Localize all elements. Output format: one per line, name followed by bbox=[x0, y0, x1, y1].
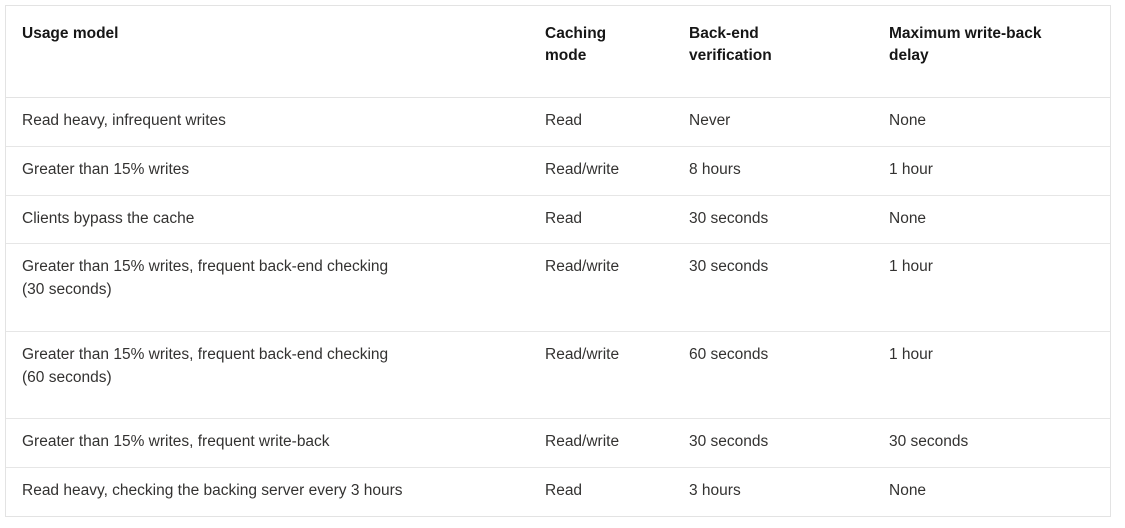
cell-max-write-back-delay: None bbox=[875, 195, 1110, 245]
table-container: Usage model Caching mode Back-end verificati… bbox=[5, 5, 1111, 518]
cell-max-write-back-delay: 30 seconds bbox=[875, 418, 1110, 469]
caching-usage-model-table: Usage model Caching mode Back-end verificati… bbox=[6, 6, 1110, 517]
cell-max-write-back-delay: None bbox=[875, 467, 1110, 517]
cell-caching-mode: Read bbox=[531, 467, 675, 517]
table-row: Greater than 15% writes, frequent back-e… bbox=[6, 331, 1110, 420]
cell-usage-model: Greater than 15% writes, frequent write-… bbox=[6, 418, 531, 469]
cell-usage-model: Read heavy, infrequent writes bbox=[6, 97, 531, 147]
cell-text-line: Greater than 15% writes bbox=[22, 160, 190, 178]
column-header-line: mode bbox=[545, 47, 587, 64]
cell-text-line: Read heavy, checking the backing server … bbox=[22, 482, 403, 500]
cell-text-line: (30 seconds) bbox=[22, 281, 112, 299]
cell-backend-verification: 30 seconds bbox=[675, 418, 875, 469]
cell-caching-mode: Read/write bbox=[531, 146, 675, 196]
cell-caching-mode: Read bbox=[531, 97, 675, 147]
cell-caching-mode: Read/write bbox=[531, 331, 675, 420]
column-header-line: Maximum write-back bbox=[889, 25, 1042, 42]
cell-usage-model: Clients bypass the cache bbox=[6, 195, 531, 245]
cell-usage-model: Greater than 15% writes bbox=[6, 146, 531, 196]
cell-text-line: Greater than 15% writes, frequent back-e… bbox=[22, 258, 389, 276]
cell-usage-model: Greater than 15% writes, frequent back-e… bbox=[6, 243, 531, 332]
column-header-line: Back-end bbox=[689, 25, 759, 42]
cell-usage-model: Greater than 15% writes, frequent back-e… bbox=[6, 331, 531, 420]
cell-backend-verification: Never bbox=[675, 97, 875, 147]
cell-text-line: Read heavy, infrequent writes bbox=[22, 112, 226, 129]
table-row: Read heavy, checking the backing server … bbox=[6, 467, 1110, 517]
cell-backend-verification: 30 seconds bbox=[675, 243, 875, 332]
table-row: Greater than 15% writes, frequent back-e… bbox=[6, 243, 1110, 332]
cell-max-write-back-delay: None bbox=[875, 97, 1110, 147]
column-header-line: Caching bbox=[545, 25, 607, 42]
cell-text-line: Clients bypass the cache bbox=[22, 209, 195, 227]
cell-backend-verification: 3 hours bbox=[675, 467, 875, 517]
cell-text-line: Greater than 15% writes, frequent back-e… bbox=[22, 345, 389, 363]
cell-max-write-back-delay: 1 hour bbox=[875, 243, 1110, 332]
table-header: Usage model Caching mode Back-end verificati… bbox=[6, 6, 1110, 98]
cell-text-line: (60 seconds) bbox=[22, 368, 112, 386]
cell-max-write-back-delay: 1 hour bbox=[875, 146, 1110, 196]
column-header-line: delay bbox=[889, 47, 929, 64]
column-header-max_write_back_delay: Maximum write-back delay bbox=[875, 6, 1110, 98]
column-header-usage_model: Usage model bbox=[6, 6, 531, 98]
cell-caching-mode: Read/write bbox=[531, 418, 675, 469]
column-header-caching_mode: Caching mode bbox=[531, 6, 675, 98]
cell-backend-verification: 8 hours bbox=[675, 146, 875, 196]
cell-caching-mode: Read/write bbox=[531, 243, 675, 332]
column-header-backend_verification: Back-end verification bbox=[675, 6, 875, 98]
cell-caching-mode: Read bbox=[531, 195, 675, 245]
cell-max-write-back-delay: 1 hour bbox=[875, 331, 1110, 420]
cell-usage-model: Read heavy, checking the backing server … bbox=[6, 467, 531, 517]
table-row: Greater than 15% writes, frequent write-… bbox=[6, 418, 1110, 469]
cell-backend-verification: 30 seconds bbox=[675, 195, 875, 245]
cell-text-line: Greater than 15% writes, frequent write-… bbox=[22, 433, 330, 451]
cell-backend-verification: 60 seconds bbox=[675, 331, 875, 420]
column-header-line: Usage model bbox=[22, 25, 119, 42]
column-header-line: verification bbox=[689, 47, 772, 64]
header-row: Usage model Caching mode Back-end verificati… bbox=[6, 6, 1110, 98]
